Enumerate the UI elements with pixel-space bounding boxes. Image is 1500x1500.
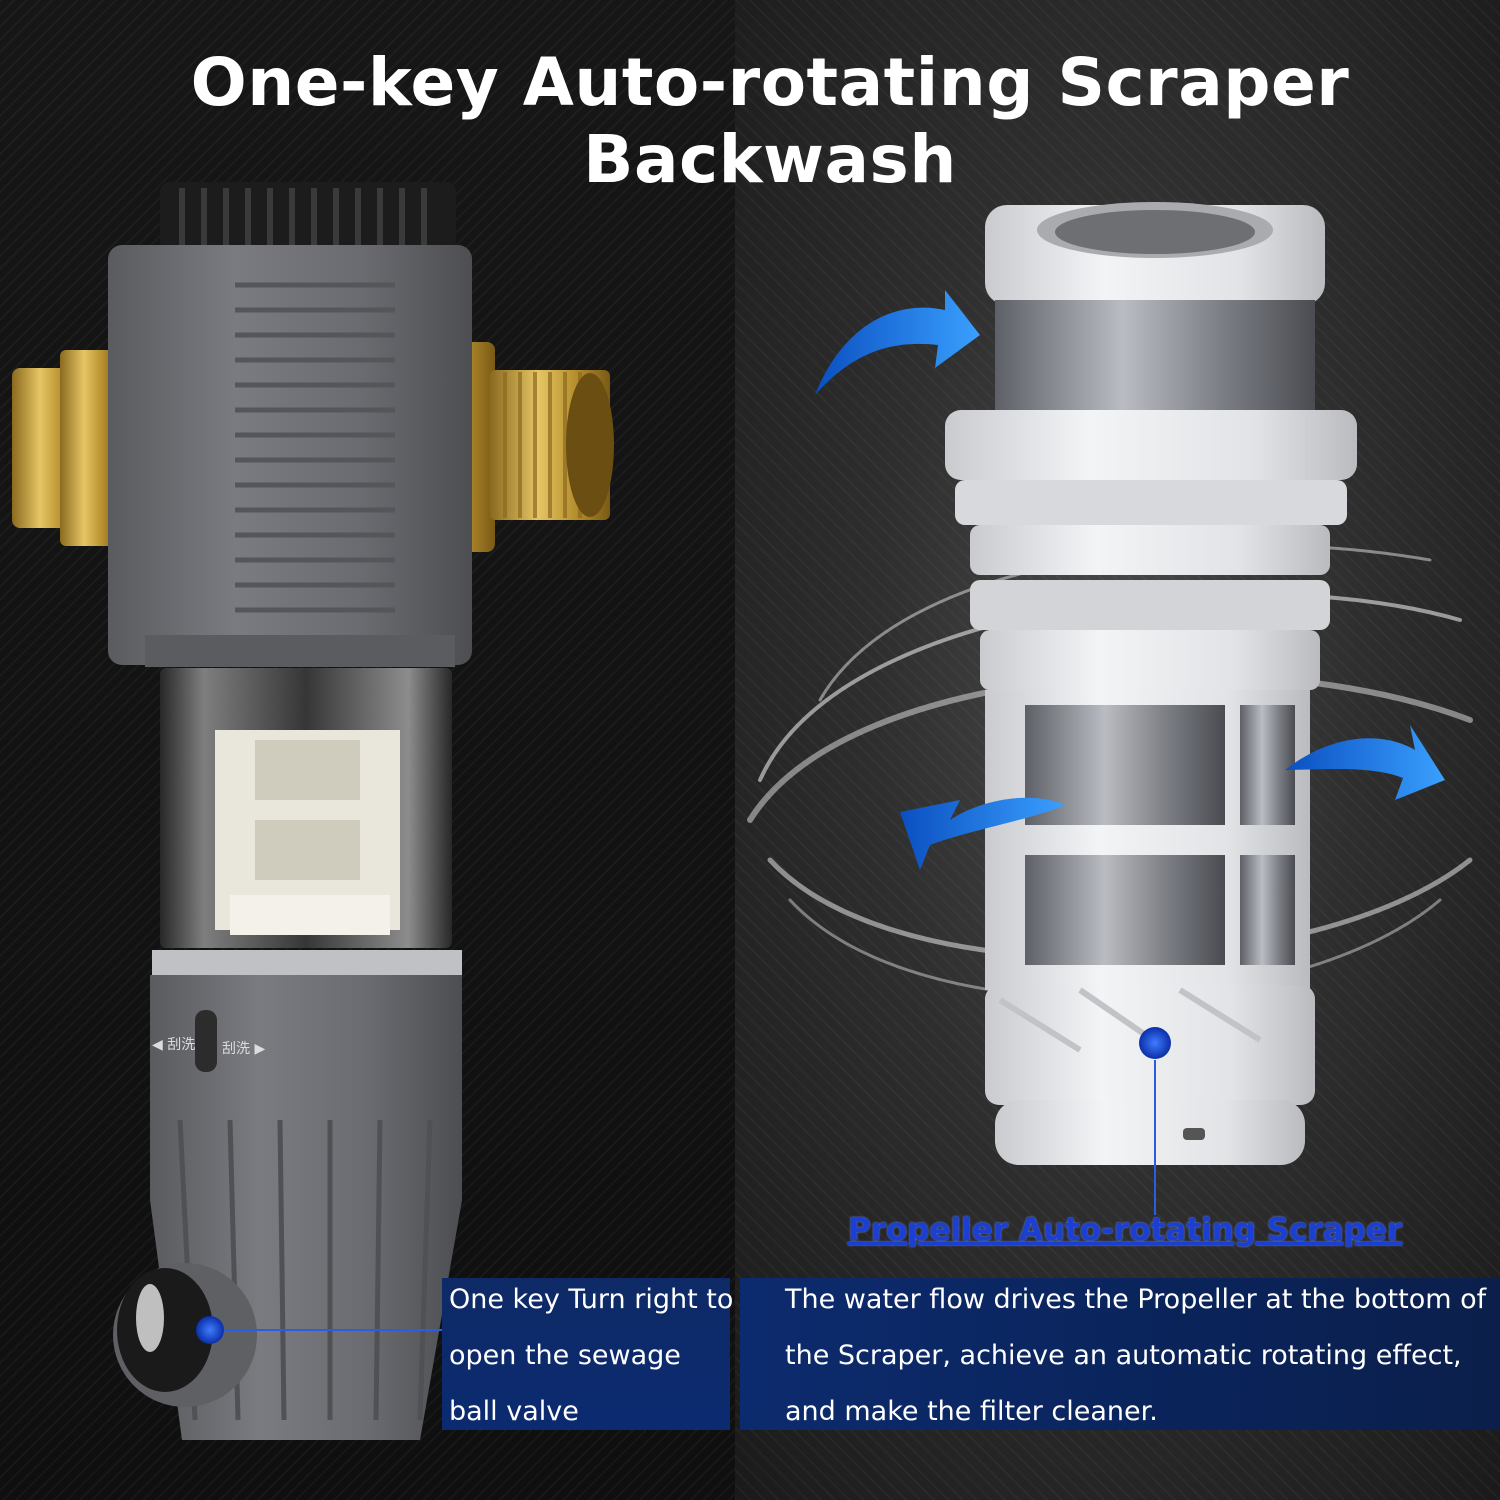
page-title: One-key Auto-rotating Scraper Backwash <box>190 44 1350 198</box>
callout-pointer-propeller <box>1139 1027 1171 1215</box>
valve-callout-box <box>442 1278 730 1430</box>
scraper-cage <box>985 690 1310 990</box>
brass-inlet <box>12 350 120 546</box>
scraper-label: Propeller Auto-rotating Scraper <box>848 1212 1403 1248</box>
propeller-callout-box <box>740 1278 1500 1430</box>
filter-cap <box>160 182 456 252</box>
rotation-arrow-left <box>900 797 1065 870</box>
rotation-arrow-right <box>1285 725 1445 800</box>
clear-bowl <box>160 668 452 948</box>
propeller-description: The water flow drives the Propeller at t… <box>785 1284 1487 1427</box>
scraper-top-ring <box>985 202 1325 305</box>
dial-mark-right: 刮洗 ▶ <box>222 1041 266 1057</box>
valve-description: One key Turn right to open the sewage ba… <box>449 1284 734 1427</box>
scraper-collar <box>945 410 1357 690</box>
propeller-base <box>985 985 1315 1165</box>
callout-pointer-valve <box>196 1316 470 1344</box>
rotation-arrows <box>815 290 1445 870</box>
dial-mark-left: ◀ 刮洗 <box>152 1037 196 1053</box>
filter-head <box>108 245 472 667</box>
valve-body <box>113 950 462 1440</box>
rotation-arrow-top <box>815 290 980 395</box>
